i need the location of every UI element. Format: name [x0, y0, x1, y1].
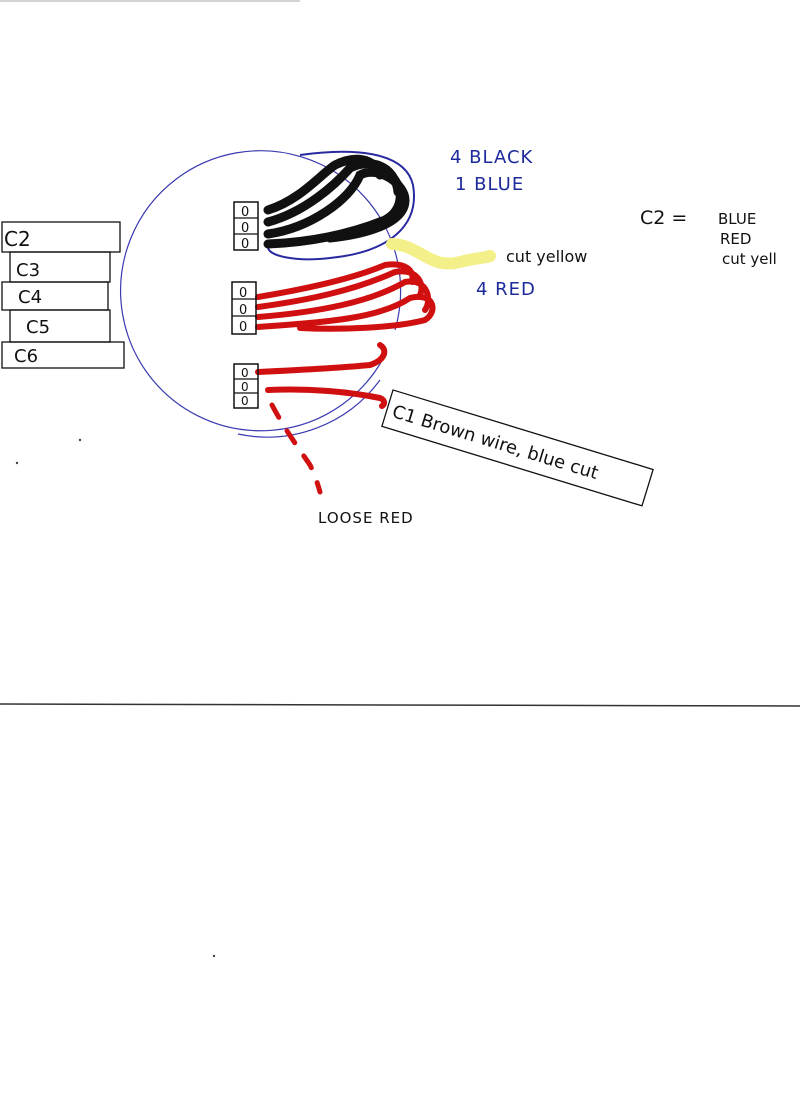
label-loose-red: LOOSE RED [318, 509, 414, 527]
connector-c1: C1 Brown wire, blue cut [381, 389, 654, 507]
black-wire-group-outline [267, 150, 415, 261]
connector-label-c2: C2 [4, 227, 31, 251]
page-fold-line [0, 703, 800, 707]
terminal-mark: 0 [239, 286, 247, 301]
c2-note-item: RED [720, 230, 751, 248]
stray-dot [15, 461, 19, 465]
connector-label-c1: C1 Brown wire, blue cut [390, 401, 601, 484]
terminal-mark: 0 [241, 380, 249, 394]
terminal-mark: 0 [241, 221, 249, 236]
c2-note-item: cut yell [722, 250, 777, 268]
connector-label-c3: C3 [16, 260, 40, 281]
black-wires [263, 154, 410, 249]
connector-c5-strip [9, 309, 111, 343]
yellow-wire [386, 238, 496, 270]
c2-note-item: BLUE [718, 210, 756, 228]
terminal-mark: 0 [241, 205, 249, 220]
stray-dot [78, 438, 82, 442]
loose-red-wire [269, 402, 323, 495]
stray-dot [212, 954, 216, 958]
terminal-mark: 0 [239, 303, 247, 318]
terminal-block-top: 0 0 0 [233, 201, 259, 252]
terminal-block-middle: 0 0 0 [231, 281, 257, 335]
red-wires [255, 261, 436, 409]
terminal-mark: 0 [241, 237, 249, 252]
connector-label-c6: C6 [14, 346, 38, 367]
connector-label-c4: C4 [18, 287, 42, 308]
terminal-block-bottom: 0 0 0 [233, 363, 259, 409]
terminal-mark: 0 [239, 320, 247, 335]
label-4-red: 4 RED [476, 279, 536, 300]
label-cut-yellow: cut yellow [506, 247, 587, 266]
label-1-blue: 1 BLUE [455, 174, 524, 195]
connector-label-c5: C5 [26, 317, 50, 338]
terminal-mark: 0 [241, 394, 249, 408]
label-4-black: 4 BLACK [450, 147, 534, 168]
connector-c6-strip [1, 341, 125, 369]
left-connectors [1, 221, 125, 369]
terminal-mark: 0 [241, 366, 249, 380]
c2-note-title: C2 = [640, 207, 687, 229]
